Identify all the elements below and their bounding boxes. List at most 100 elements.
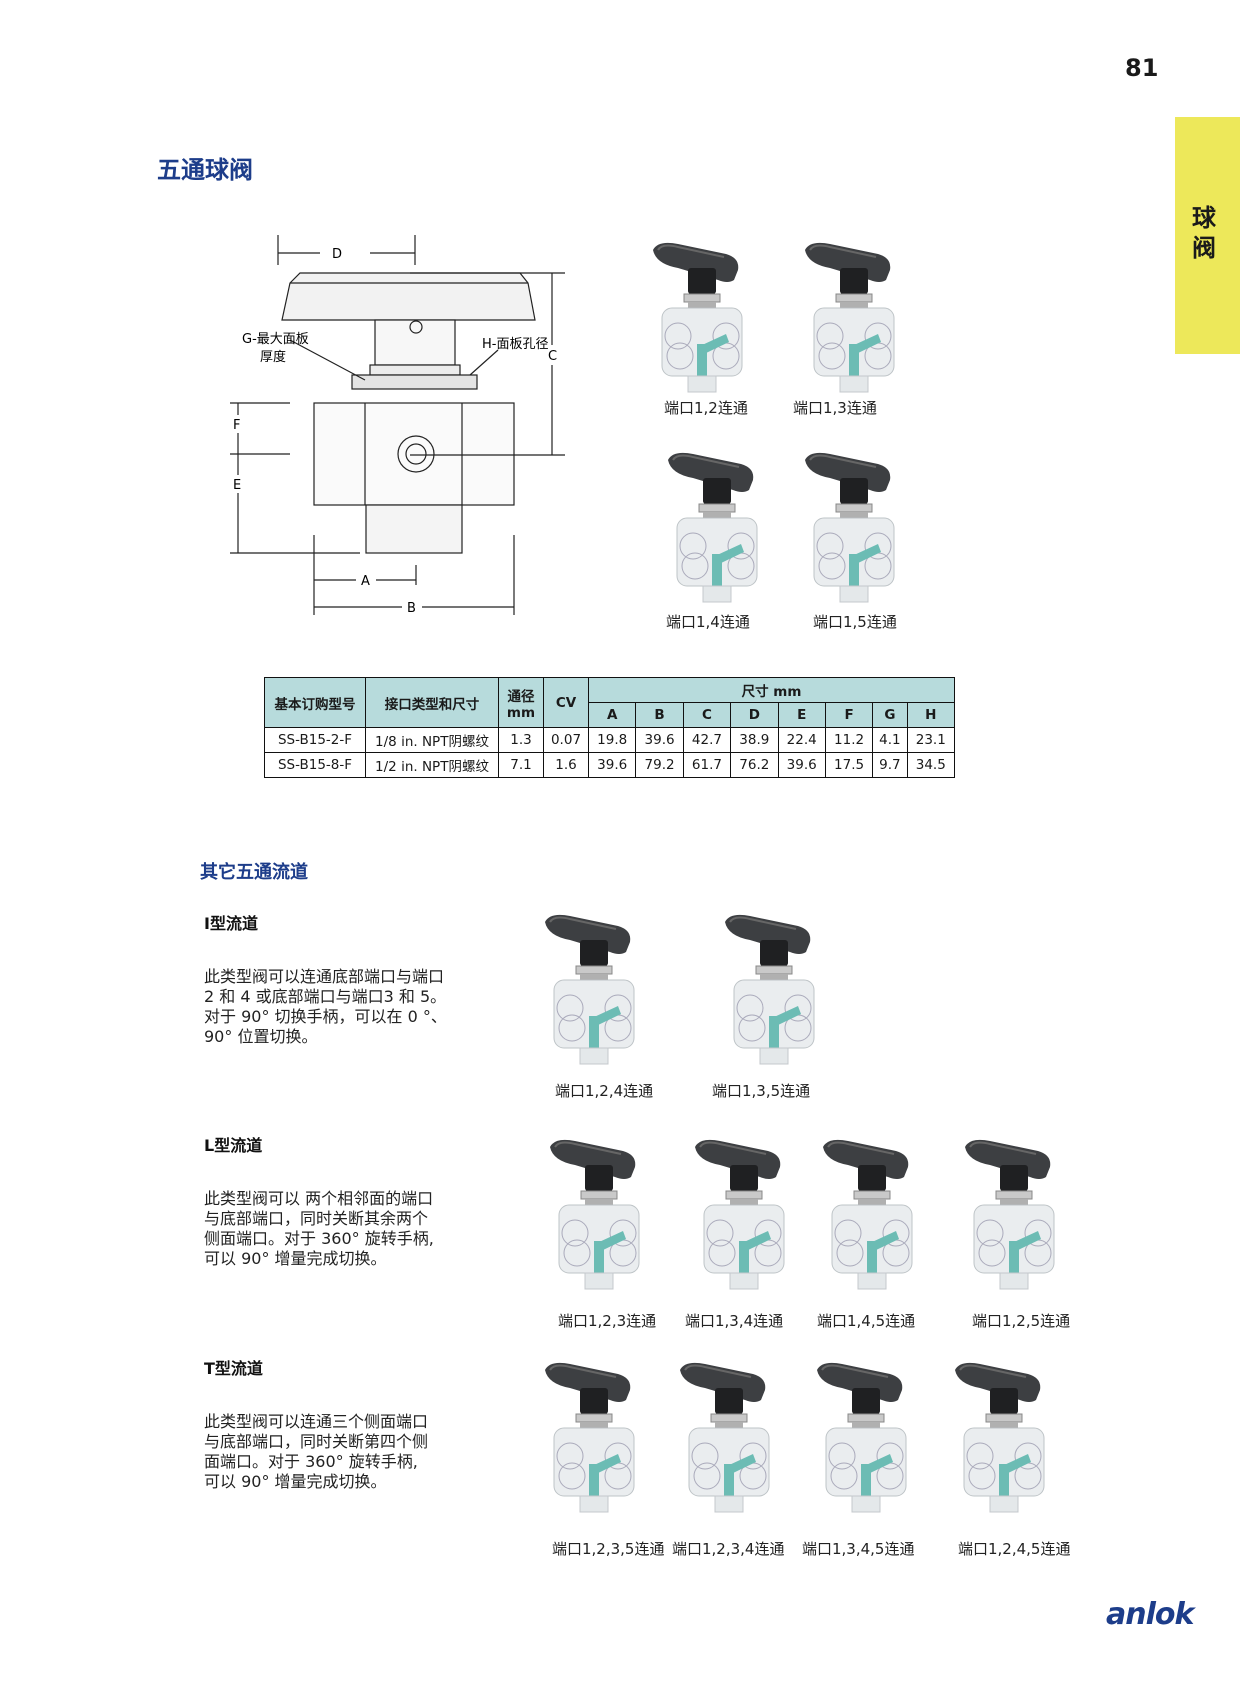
valve-image-1-3: [804, 241, 895, 393]
th-dim-col: D: [730, 702, 779, 728]
valve-image-l-125: [964, 1138, 1055, 1290]
cell-bore: 1.3: [498, 727, 544, 753]
cell-dim: 22.4: [777, 727, 826, 753]
cell-dim: 42.7: [682, 727, 732, 753]
i-type-description: 此类型阀可以连通底部端口与端口 2 和 4 或底部端口与端口3 和 5。 对于 …: [204, 967, 474, 1047]
cell-dim: 79.2: [635, 752, 684, 778]
valve-caption: 端口1,4,5连通: [817, 1312, 916, 1330]
l-type-line: 此类型阀可以 两个相邻面的端口: [204, 1189, 434, 1208]
i-type-title: I型流道: [204, 914, 258, 933]
valve-caption: 端口1,2,3连通: [558, 1312, 657, 1330]
valve-caption: 端口1,2,3,4连通: [672, 1540, 785, 1558]
page-number: 81: [1125, 54, 1159, 82]
th-dim-col: H: [906, 702, 956, 728]
cell-dim: 4.1: [872, 727, 908, 753]
cell-dim: 61.7: [682, 752, 732, 778]
l-type-description: 此类型阀可以 两个相邻面的端口 与底部端口，同时关断其余两个 侧面端口。对于 3…: [204, 1189, 474, 1269]
i-type-line: 此类型阀可以连通底部端口与端口: [204, 967, 445, 986]
i-type-line: 对于 90° 切换手柄，可以在 0 °、: [204, 1007, 447, 1026]
th-dims: 尺寸 mm: [588, 677, 955, 703]
cell-dim: 11.2: [824, 727, 874, 753]
cell-dim: 9.7: [872, 752, 908, 778]
cell-bore: 7.1: [498, 752, 544, 778]
dim-label-a: A: [361, 574, 370, 589]
section-title: 其它五通流道: [200, 862, 308, 883]
t-type-line: 可以 90° 增量完成切换。: [204, 1472, 387, 1491]
valve-caption: 端口1,3连通: [793, 399, 877, 417]
side-tab-label: 球阀: [1192, 204, 1216, 262]
l-type-line: 与底部端口，同时关断其余两个: [204, 1209, 429, 1228]
valve-image-1-4: [667, 451, 758, 603]
th-dim-col: G: [872, 702, 908, 728]
cell-dim: 38.9: [730, 727, 779, 753]
dim-label-f: F: [233, 418, 240, 433]
cell-model: SS-B15-8-F: [264, 752, 366, 778]
valve-image-1-2: [652, 241, 743, 393]
cell-dim: 39.6: [635, 727, 684, 753]
cell-dim: 23.1: [906, 727, 956, 753]
th-cv: CV: [543, 677, 589, 728]
th-bore-label: 通径: [507, 688, 535, 705]
g-label-line2: 厚度: [260, 349, 286, 365]
valve-caption: 端口1,3,5连通: [712, 1082, 811, 1100]
valve-image-i-124: [544, 913, 635, 1065]
valve-caption: 端口1,2,5连通: [972, 1312, 1071, 1330]
cell-cv: 1.6: [543, 752, 589, 778]
th-dim-col: C: [682, 702, 732, 728]
table-row: SS-B15-8-F 1/2 in. NPT阴螺纹 7.1 1.6 39.6 7…: [264, 752, 956, 778]
cell-model: SS-B15-2-F: [264, 727, 366, 753]
valve-caption: 端口1,2连通: [664, 399, 748, 417]
brand-logo: anlok: [1106, 1597, 1194, 1632]
valve-image-t-1345: [816, 1361, 907, 1513]
valve-caption: 端口1,3,4连通: [685, 1312, 784, 1330]
cell-dim: 34.5: [906, 752, 956, 778]
th-model: 基本订购型号: [264, 677, 366, 728]
i-type-line: 2 和 4 或底部端口与端口3 和 5。: [204, 987, 447, 1006]
valve-caption: 端口1,5连通: [813, 613, 897, 631]
t-type-title: T型流道: [204, 1359, 263, 1378]
cell-dim: 17.5: [824, 752, 874, 778]
cell-dim: 19.8: [587, 727, 637, 753]
i-type-line: 90° 位置切换。: [204, 1027, 318, 1046]
th-connection: 接口类型和尺寸: [365, 677, 499, 728]
valve-caption: 端口1,3,4,5连通: [802, 1540, 915, 1558]
valve-image-t-1234: [679, 1361, 770, 1513]
th-bore-unit: mm: [506, 704, 536, 721]
dim-label-c: C: [548, 349, 557, 364]
dim-label-d: D: [332, 247, 342, 262]
cell-dim: 39.6: [587, 752, 637, 778]
dim-label-e: E: [233, 478, 241, 493]
valve-image-t-1235: [544, 1361, 635, 1513]
valve-image-t-1245: [954, 1361, 1045, 1513]
th-dim-col: A: [587, 702, 637, 728]
page-title: 五通球阀: [157, 156, 253, 184]
l-type-title: L型流道: [204, 1136, 263, 1155]
cell-cv: 0.07: [543, 727, 589, 753]
dim-label-b: B: [407, 601, 416, 616]
valve-image-l-145: [822, 1138, 913, 1290]
th-dim-col: F: [824, 702, 874, 728]
t-type-description: 此类型阀可以连通三个侧面端口 与底部端口，同时关断第四个侧 面端口。对于 360…: [204, 1412, 474, 1492]
valve-caption: 端口1,2,4,5连通: [958, 1540, 1071, 1558]
valve-image-l-134: [694, 1138, 785, 1290]
valve-caption: 端口1,2,4连通: [555, 1082, 654, 1100]
valve-caption: 端口1,2,3,5连通: [552, 1540, 665, 1558]
l-type-line: 侧面端口。对于 360° 旋转手柄,: [204, 1229, 434, 1248]
l-type-line: 可以 90° 增量完成切换。: [204, 1249, 387, 1268]
valve-caption: 端口1,4连通: [666, 613, 750, 631]
side-tab: 球阀: [1175, 117, 1240, 354]
th-dim-col: B: [635, 702, 684, 728]
cell-dim: 39.6: [777, 752, 826, 778]
t-type-line: 面端口。对于 360° 旋转手柄,: [204, 1452, 418, 1471]
table-row: SS-B15-2-F 1/8 in. NPT阴螺纹 1.3 0.07 19.8 …: [264, 727, 956, 753]
valve-image-l-123: [549, 1138, 640, 1290]
th-dim-col: E: [777, 702, 826, 728]
valve-image-i-135: [724, 913, 815, 1065]
dimension-drawing: D C F E A B G-最大面板 厚度 H-面板孔径: [230, 235, 565, 616]
cell-dim: 76.2: [730, 752, 779, 778]
h-label: H-面板孔径: [482, 337, 548, 352]
t-type-line: 与底部端口，同时关断第四个侧: [204, 1432, 429, 1451]
valve-image-1-5: [804, 451, 895, 603]
